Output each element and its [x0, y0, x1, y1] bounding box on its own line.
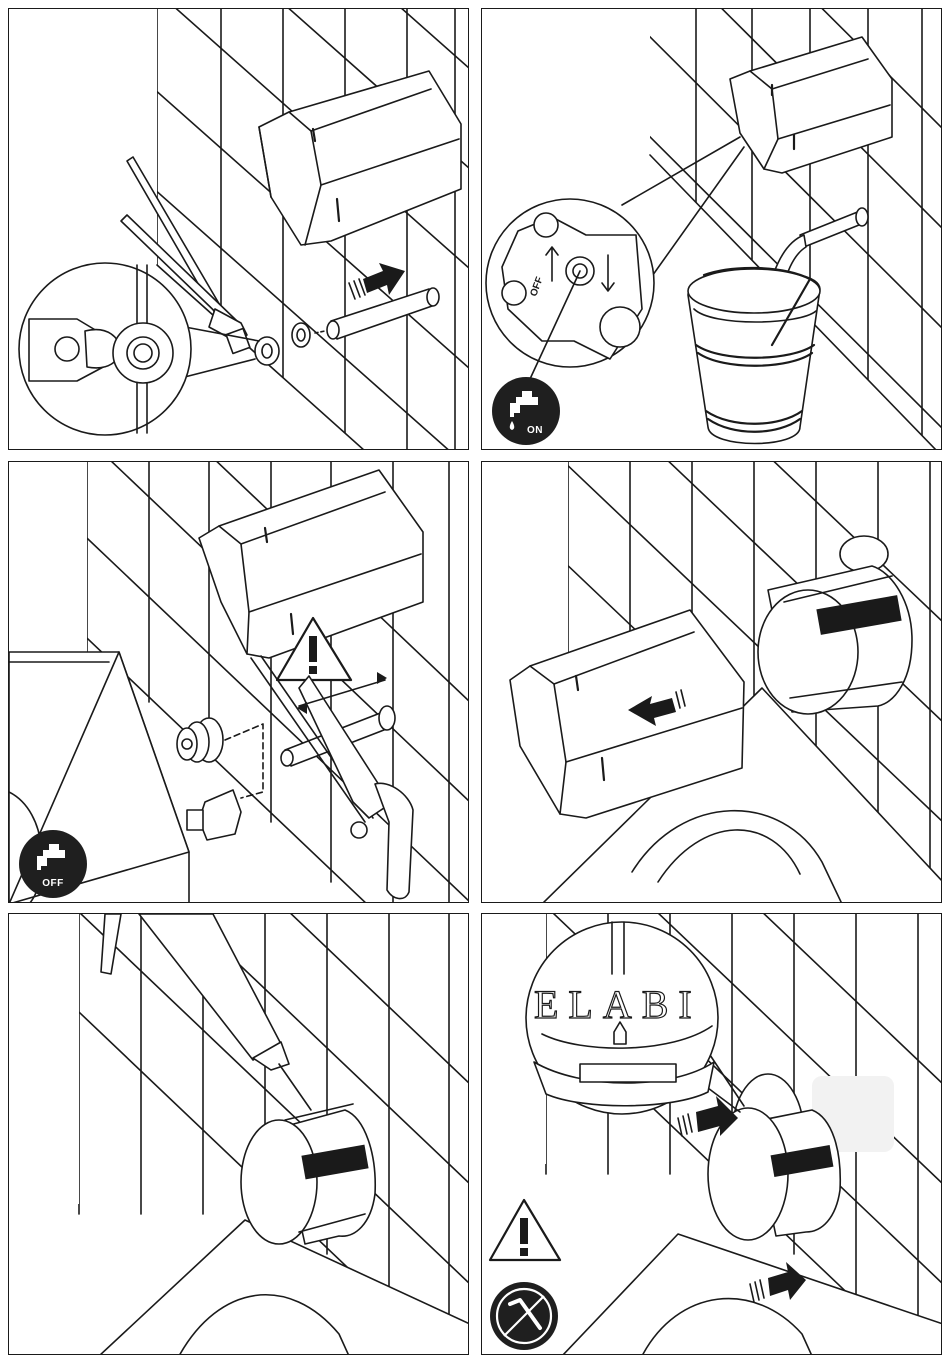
clip-detail-magnifier: [19, 263, 259, 435]
step-1-illustration: [9, 9, 469, 450]
step-4-panel: [481, 461, 942, 903]
pipe-fittings: [177, 718, 263, 840]
pipe-stub: [292, 288, 439, 347]
hacksaw-tool: [251, 656, 413, 899]
step-5-panel: [8, 913, 469, 1355]
step-6-illustration: ELABI: [482, 914, 942, 1355]
step-2-panel: OFF ON: [481, 8, 942, 450]
magnified-brand-text: ELABI: [534, 982, 702, 1027]
water-on-badge: ON: [492, 377, 560, 445]
octagon-key-tool: [259, 71, 461, 245]
valve-body-installed: [758, 536, 912, 714]
step-4-illustration: [482, 462, 942, 903]
sealant-gun-tool: [101, 914, 311, 1110]
bucket: [688, 268, 820, 444]
step-1-panel: [8, 8, 469, 450]
badge-label: OFF: [19, 878, 87, 889]
no-allen-key-icon: [490, 1282, 558, 1350]
step-3-panel: OFF: [8, 461, 469, 903]
valve-body-installed: [241, 1104, 375, 1244]
water-off-badge: OFF: [19, 830, 87, 898]
step-5-illustration: [9, 914, 469, 1355]
rosette-detail-magnifier: ELABI: [526, 922, 744, 1114]
step-6-panel: ELABI: [481, 913, 942, 1355]
badge-label: ON: [510, 425, 560, 436]
warning-triangle-icon: [490, 1200, 560, 1260]
